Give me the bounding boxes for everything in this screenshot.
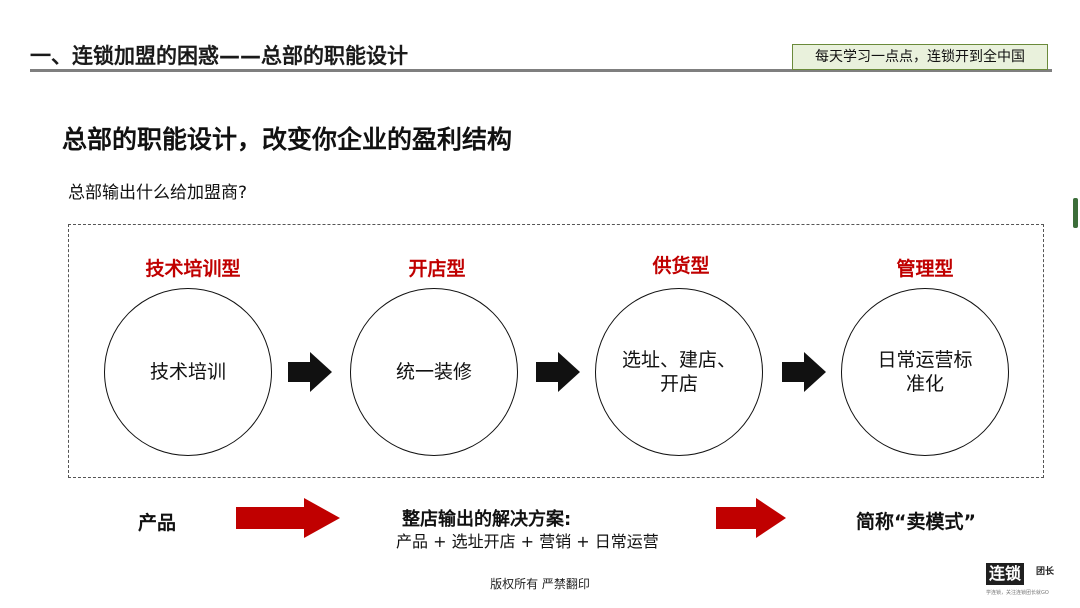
solution-detail: 产品 + 选址开店 + 营销 + 日常运营	[396, 532, 659, 551]
arrow-right-icon	[288, 352, 332, 392]
brand-logo: 连锁 团长 学连锁，关注连锁团长就GO	[986, 563, 1060, 599]
stage-circle-supply: 选址、建店、开店	[595, 288, 763, 456]
logo-main-text: 连锁	[986, 563, 1025, 585]
section-title: 一、连锁加盟的困惑——总部的职能设计	[30, 44, 408, 68]
logo-side-text: 团长	[1036, 567, 1055, 577]
logo-tagline: 学连锁，关注连锁团长就GO	[986, 590, 1049, 596]
stage-circle-store-opening: 统一装修	[350, 288, 518, 456]
red-arrow-right-icon	[716, 498, 786, 538]
question-text: 总部输出什么给加盟商?	[68, 183, 248, 203]
stage-label-supply: 供货型	[652, 255, 710, 277]
header-divider	[30, 69, 1052, 72]
stage-circle-text: 日常运营标准化	[877, 349, 973, 395]
solution-title: 整店输出的解决方案:	[402, 509, 572, 530]
scroll-indicator	[1073, 198, 1078, 228]
stage-circle-text: 技术培训	[149, 361, 226, 383]
arrow-right-icon	[536, 352, 580, 392]
copyright-text: 版权所有 严禁翻印	[490, 577, 590, 591]
stage-circle-training: 技术培训	[104, 288, 272, 456]
stage-label-training: 技术培训型	[145, 258, 241, 280]
stage-circle-management: 日常运营标准化	[841, 288, 1009, 456]
flow-frame	[68, 224, 1044, 478]
stage-circle-text: 选址、建店、开店	[621, 349, 736, 395]
stage-circle-text: 统一装修	[395, 361, 472, 383]
red-arrow-right-icon	[236, 498, 340, 538]
stage-label-management: 管理型	[896, 258, 954, 280]
model-label: 简称“卖模式”	[856, 511, 976, 533]
stage-label-store-opening: 开店型	[408, 258, 466, 280]
slogan-badge: 每天学习一点点，连锁开到全中国	[792, 44, 1048, 70]
product-label: 产品	[138, 512, 177, 534]
slide-title: 总部的职能设计，改变你企业的盈利结构	[62, 125, 513, 154]
arrow-right-icon	[782, 352, 826, 392]
